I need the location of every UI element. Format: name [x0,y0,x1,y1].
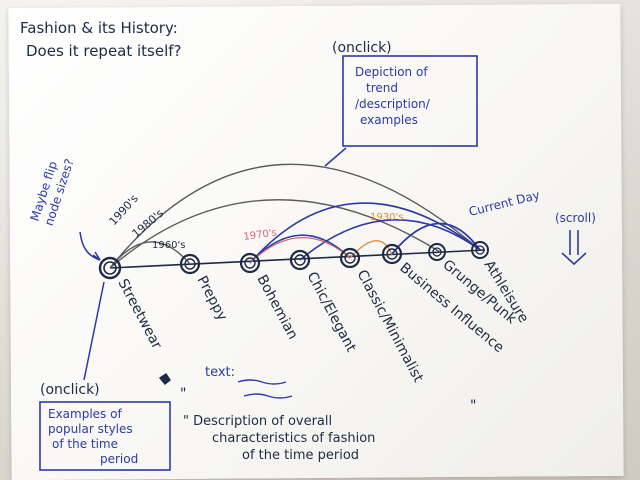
label-1930s: 1930's [370,212,403,223]
onclick-box-bottom-line-2: popular styles [48,422,133,436]
onclick-top-pointer [324,147,347,167]
scroll-label: (scroll) [555,211,596,225]
onclick-label-top: (onclick) [332,40,392,56]
onclick-box-top-line-1: Depiction of [355,65,428,79]
arc-blue-wide [249,202,481,264]
text-note-line-2: characteristics of fashion [212,431,375,446]
node-label-streetwear: Streetwear [114,276,164,352]
onclick-box-bottom [39,401,171,471]
arrow-head-icon [92,251,101,261]
label-1960s: 1960's [152,240,185,251]
arc-1960s [109,241,191,269]
onclick-label-bottom: (onclick) [40,382,100,398]
label-1970s: 1970's [243,227,278,243]
quote-close-mark: " [470,398,476,414]
onclick-box-bottom-line-4: period [100,452,138,466]
node-preppy[interactable] [179,253,201,275]
node-label-bohemian: Bohemian [253,272,300,342]
node-label-chic-elegant: Chic/Elegant [303,269,359,355]
squiggle-line-1 [237,379,287,385]
title-line-2: Does it repeat itself? [26,42,182,60]
quote-open-mark: " [180,386,186,402]
arc-1990s [109,163,481,269]
onclick-box-bottom-line-3: of the time [52,437,118,451]
label-1990s: 1990's [107,192,141,228]
onclick-box-top [342,55,478,147]
onclick-box-top-line-2: trend [366,81,398,95]
title-line-1: Fashion & its History: [20,19,178,37]
doodle-icon [158,373,171,385]
text-note-line-1: " Description of overall [183,414,332,429]
node-business-influence[interactable] [381,243,403,265]
node-streetwear[interactable] [98,256,122,280]
side-note: Maybe flip node sizes? [28,157,77,228]
onclick-bottom-pointer [83,281,105,381]
arc-current-day [391,222,481,255]
node-athleisure[interactable] [471,241,489,259]
label-current-day: Current Day [467,188,541,219]
text-note-label: text: [205,365,235,380]
scroll-icon[interactable] [561,230,587,266]
timeline-axis [109,249,486,269]
label-1980s: 1980's [130,207,167,241]
arc-1980s [109,199,441,269]
node-bohemian[interactable] [239,252,261,274]
squiggle-line-2 [243,393,293,399]
onclick-box-bottom-line-1: Examples of [48,407,122,421]
onclick-box-top-line-4: examples [360,113,418,127]
arc-blue-small [249,234,351,264]
text-note-line-3: of the time period [242,448,359,463]
onclick-box-top-line-3: /description/ [355,97,431,111]
node-grunge-punk[interactable] [428,243,446,261]
node-chic-elegant[interactable] [289,249,311,271]
node-label-preppy: Preppy [193,273,230,323]
arc-1970s [249,237,351,264]
arc-blue-mid [299,219,481,261]
node-classic-minimalist[interactable] [339,247,361,269]
